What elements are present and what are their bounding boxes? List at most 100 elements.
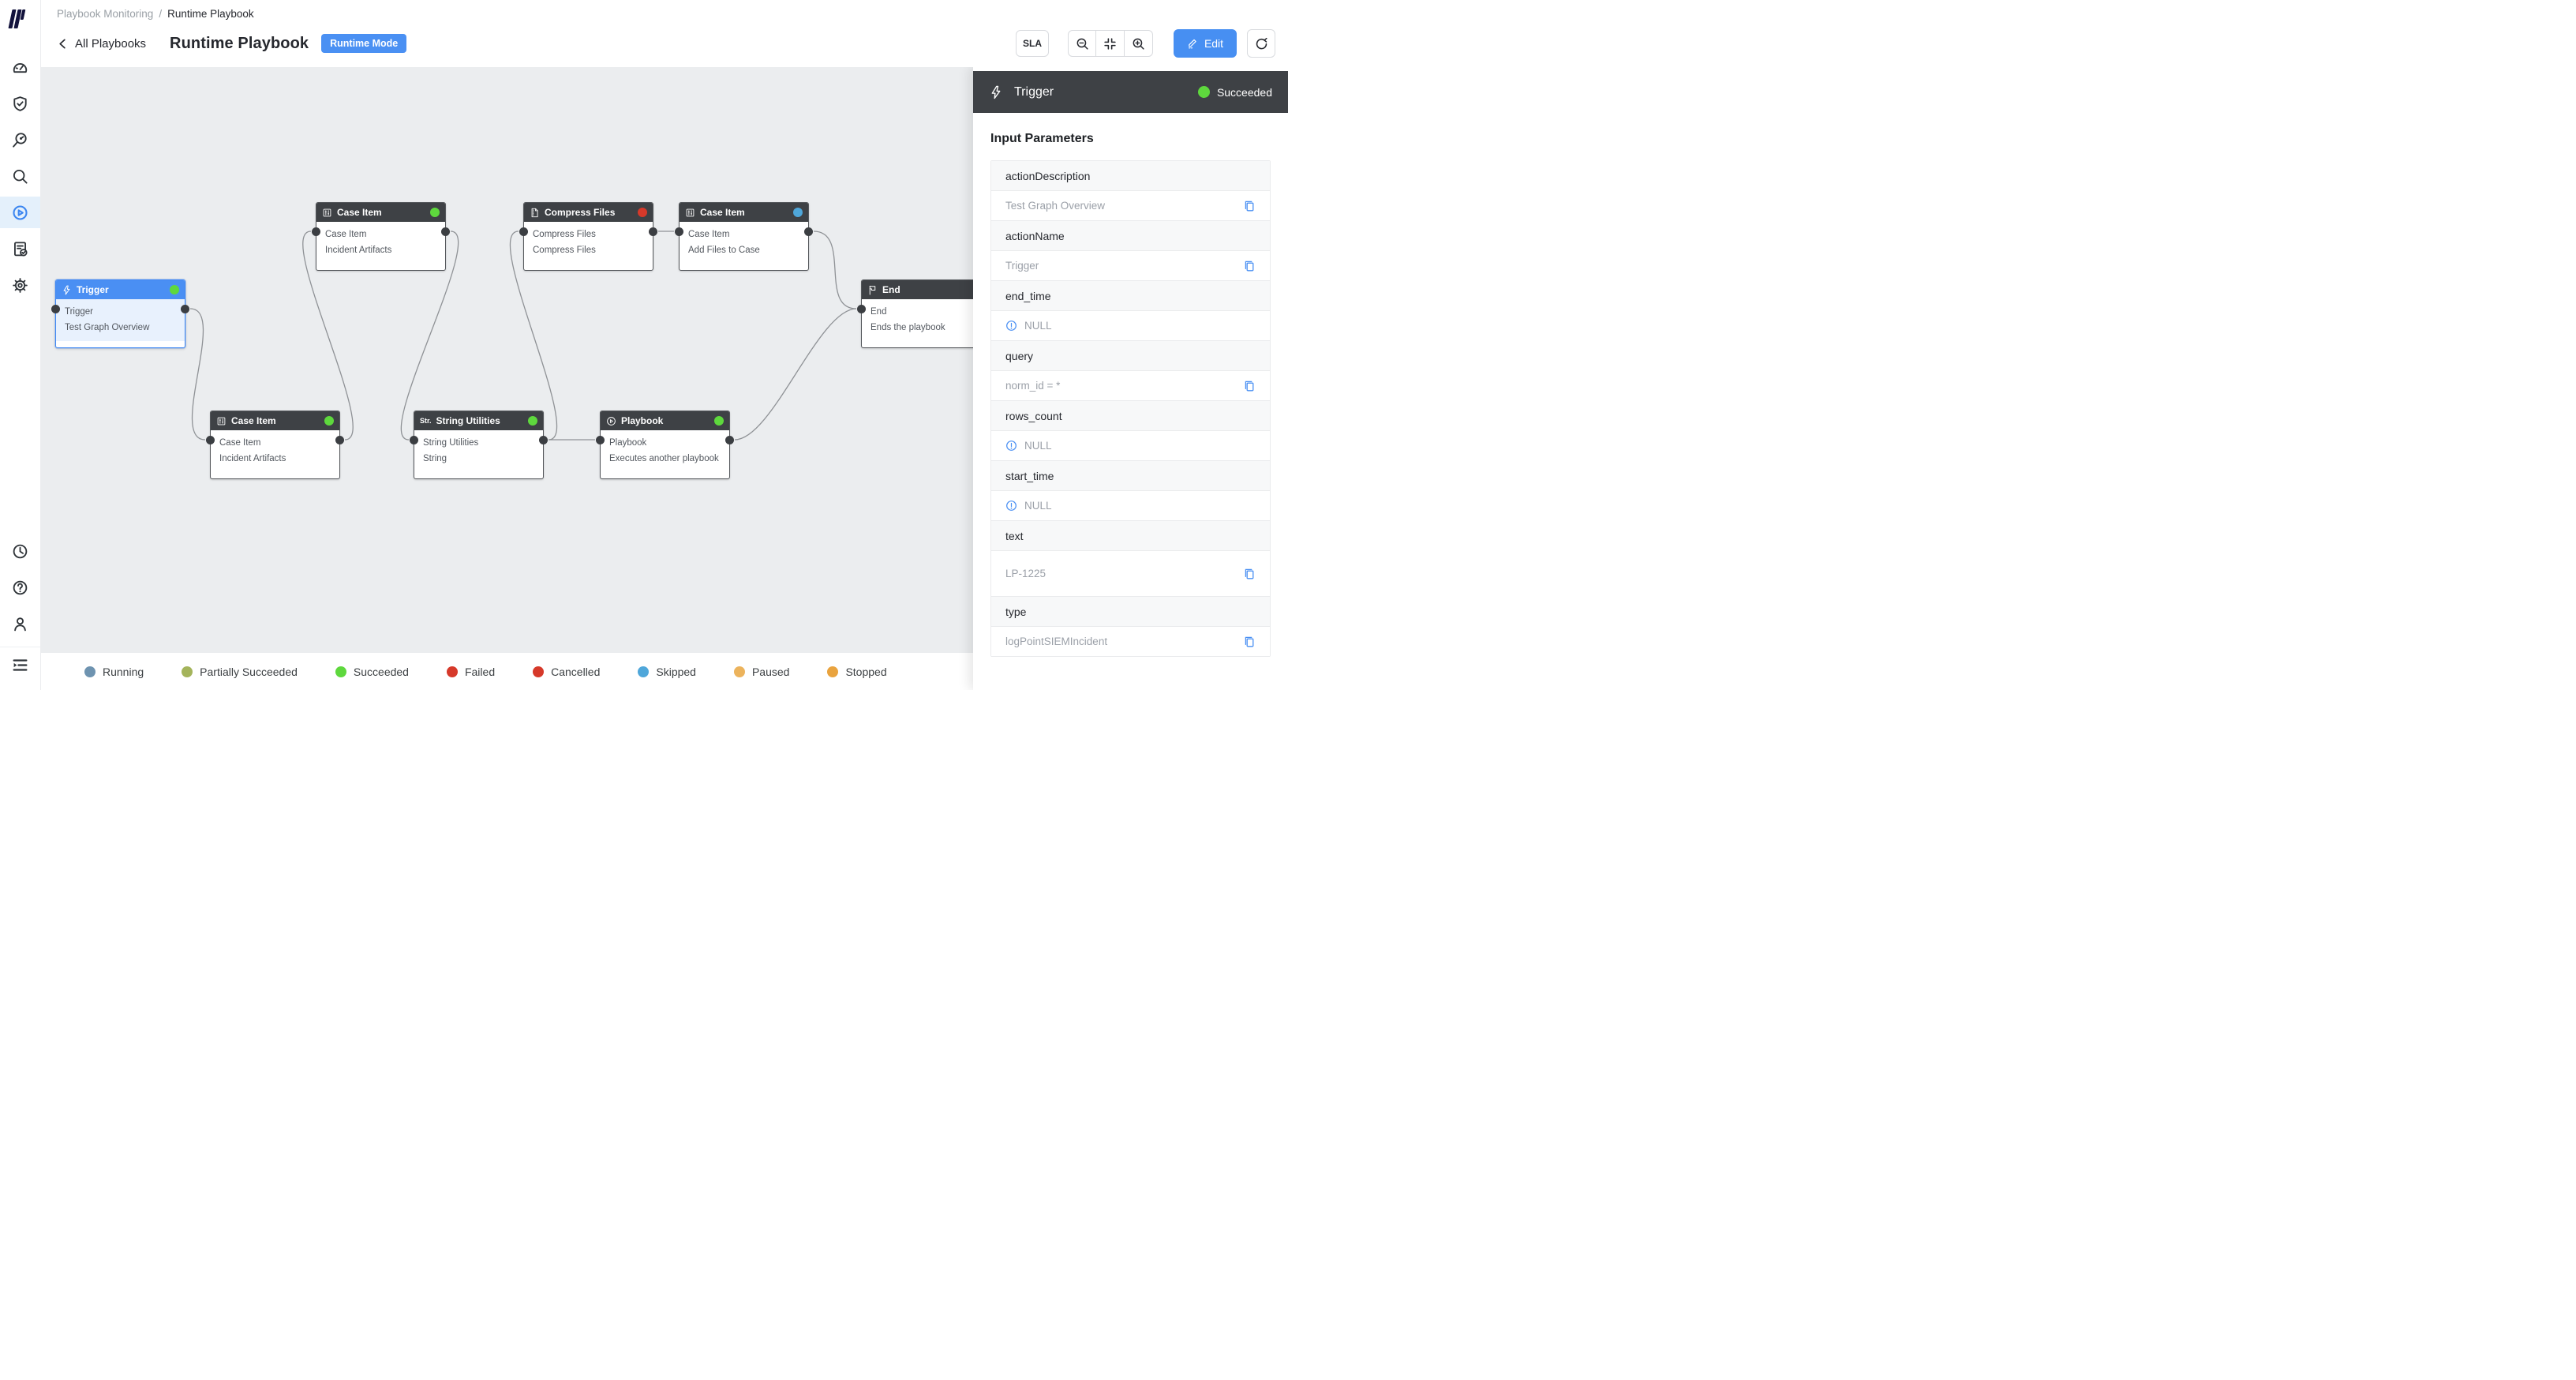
legend-dot bbox=[182, 666, 193, 677]
param-value: norm_id = * bbox=[991, 371, 1270, 401]
param-key: text bbox=[991, 521, 1270, 551]
copy-icon[interactable] bbox=[1243, 200, 1256, 212]
status-label: Succeeded bbox=[1216, 85, 1272, 99]
sidebar-item-dashboard[interactable] bbox=[0, 51, 40, 83]
output-port[interactable] bbox=[181, 305, 189, 313]
sidebar-item-collapse-menu[interactable] bbox=[0, 647, 40, 683]
back-to-all-playbooks[interactable]: All Playbooks bbox=[57, 37, 146, 51]
copy-icon[interactable] bbox=[1243, 636, 1256, 648]
legend-item-paused: Paused bbox=[733, 666, 789, 678]
input-port[interactable] bbox=[312, 227, 320, 236]
sla-button[interactable]: SLA bbox=[1016, 30, 1049, 57]
param-value-text: NULL bbox=[1024, 320, 1052, 332]
input-port[interactable] bbox=[519, 227, 528, 236]
param-value: logPointSIEMIncident bbox=[991, 627, 1270, 657]
node-status-dot bbox=[714, 416, 724, 426]
param-value: NULL bbox=[991, 491, 1270, 521]
sidebar-item-shield-check[interactable] bbox=[0, 88, 40, 119]
input-port[interactable] bbox=[596, 436, 605, 444]
legend-dot bbox=[827, 666, 839, 677]
shield-check-icon bbox=[12, 96, 28, 112]
output-port[interactable] bbox=[649, 227, 657, 236]
sliders-icon bbox=[216, 416, 227, 426]
legend-dot bbox=[638, 666, 650, 677]
help-icon bbox=[12, 579, 28, 596]
breadcrumb-section[interactable]: Playbook Monitoring bbox=[57, 8, 154, 20]
param-value: LP-1225 bbox=[991, 551, 1270, 597]
param-value: NULL bbox=[991, 431, 1270, 461]
output-port[interactable] bbox=[539, 436, 548, 444]
dashboard-icon bbox=[12, 59, 28, 76]
panel-header: Trigger Succeeded bbox=[973, 71, 1288, 113]
sidebar-item-search[interactable] bbox=[0, 160, 40, 192]
input-port[interactable] bbox=[675, 227, 683, 236]
edit-button[interactable]: Edit bbox=[1174, 29, 1237, 58]
output-port[interactable] bbox=[804, 227, 813, 236]
refresh-button[interactable] bbox=[1247, 29, 1275, 58]
play-circle-icon bbox=[606, 416, 616, 426]
legend-label: Stopped bbox=[845, 665, 887, 678]
fit-view-button[interactable] bbox=[1096, 30, 1125, 57]
sidebar-item-help[interactable] bbox=[0, 572, 40, 603]
node-title: Trigger bbox=[77, 284, 109, 295]
sidebar-item-reports[interactable] bbox=[0, 233, 40, 264]
copy-icon[interactable] bbox=[1243, 568, 1256, 580]
sidebar-item-history-clock[interactable] bbox=[0, 535, 40, 567]
legend-dot bbox=[533, 666, 545, 677]
param-key: rows_count bbox=[991, 401, 1270, 431]
legend-label: Succeeded bbox=[353, 665, 409, 678]
info-icon bbox=[1005, 440, 1017, 452]
breadcrumb: Playbook Monitoring / Runtime Playbook bbox=[57, 8, 1280, 20]
input-port[interactable] bbox=[410, 436, 418, 444]
legend-label: Skipped bbox=[656, 665, 696, 678]
node-status-dot bbox=[324, 416, 334, 426]
input-port[interactable] bbox=[51, 305, 60, 313]
node-status-dot bbox=[528, 416, 537, 426]
sidebar-item-playbooks[interactable] bbox=[0, 197, 40, 228]
edge bbox=[189, 308, 206, 441]
param-value-text: NULL bbox=[1024, 500, 1052, 512]
chevron-left-icon bbox=[59, 39, 66, 48]
legend-dot bbox=[84, 666, 95, 677]
logpoint-logo[interactable] bbox=[7, 8, 31, 28]
lightning-icon bbox=[991, 85, 1001, 99]
output-port[interactable] bbox=[335, 436, 344, 444]
zoom-in-button[interactable] bbox=[1125, 30, 1153, 57]
refresh-icon bbox=[1256, 37, 1267, 49]
edge bbox=[509, 231, 558, 441]
legend-item-failed: Failed bbox=[446, 665, 496, 678]
sidebar-item-user[interactable] bbox=[0, 608, 40, 639]
copy-icon[interactable] bbox=[1243, 380, 1256, 392]
param-key: start_time bbox=[991, 461, 1270, 491]
node-status-dot bbox=[638, 208, 647, 217]
output-port[interactable] bbox=[725, 436, 734, 444]
user-icon bbox=[12, 616, 28, 632]
node-status-dot bbox=[793, 208, 803, 217]
copy-icon[interactable] bbox=[1243, 260, 1256, 272]
edges-layer bbox=[189, 231, 857, 441]
input-port[interactable] bbox=[206, 436, 215, 444]
zoom-out-button[interactable] bbox=[1068, 30, 1096, 57]
node-header: Str.String Utilities bbox=[414, 411, 543, 430]
zoom-out-icon bbox=[1076, 38, 1088, 50]
pencil-icon bbox=[1188, 39, 1196, 49]
sidebar-item-settings[interactable] bbox=[0, 269, 40, 301]
sidebar-item-threat-hunt[interactable] bbox=[0, 124, 40, 156]
output-port[interactable] bbox=[441, 227, 450, 236]
playbooks-icon bbox=[12, 204, 28, 221]
sliders-icon bbox=[685, 208, 695, 218]
legend-label: Failed bbox=[464, 665, 496, 678]
input-port[interactable] bbox=[857, 305, 866, 313]
